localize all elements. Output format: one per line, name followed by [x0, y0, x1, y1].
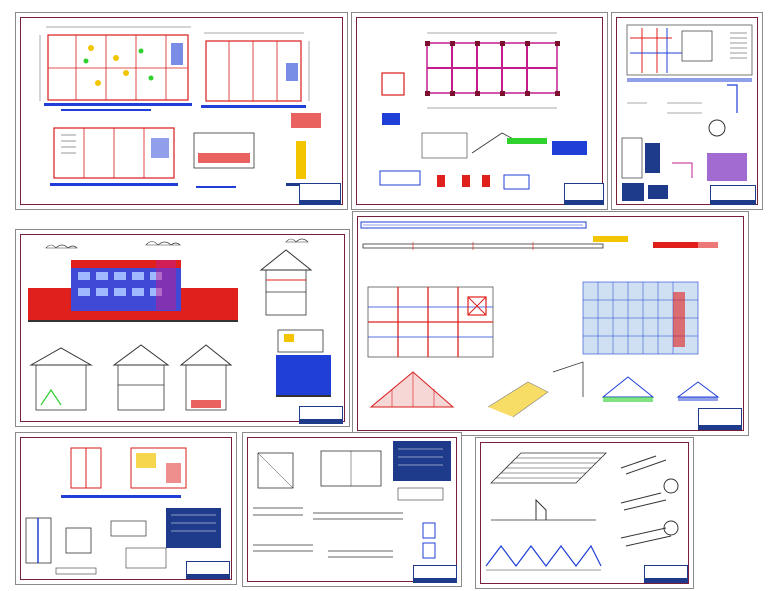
sheet-border — [357, 216, 744, 431]
sheet-roof-sheet-details — [475, 437, 694, 589]
sheet-foundation-details-b — [242, 432, 462, 587]
truss-1 — [369, 371, 455, 408]
section-gable-right — [259, 249, 313, 271]
plan-title-bar — [61, 109, 151, 111]
title-block — [186, 561, 230, 579]
sheet-foundation-details-a — [15, 432, 237, 585]
sheet-floor-plans — [15, 12, 348, 210]
installation-plan — [626, 24, 753, 76]
sheet-border — [20, 17, 343, 205]
elevations-drawing — [28, 238, 331, 411]
title-block — [564, 183, 604, 205]
sheet-roof-framing — [352, 211, 749, 436]
sheet-elevations-sections — [15, 229, 350, 427]
plan-upper-floor — [205, 40, 302, 102]
detail-plan-1 — [257, 452, 294, 489]
elevation-blue-block — [276, 355, 331, 395]
corrugated-profile — [485, 544, 602, 567]
roof-framing-drawing — [360, 221, 720, 418]
section-detail — [193, 132, 255, 169]
plan-ground-floor — [47, 34, 189, 101]
sheet-border — [356, 17, 603, 205]
title-block — [299, 406, 343, 424]
sheet-border — [480, 442, 689, 584]
sheet-installations — [611, 12, 763, 210]
roof-sheet-drawing — [485, 452, 679, 571]
sheet-structural-plan — [351, 12, 608, 210]
floor-plans-drawing — [39, 26, 321, 188]
foundation-a-drawing — [25, 447, 221, 575]
installations-drawing — [621, 24, 753, 201]
foundation-b-drawing — [253, 441, 451, 559]
sheet-border — [616, 17, 758, 205]
title-block — [644, 565, 688, 583]
footing-plan-2 — [130, 447, 187, 489]
structural-plan-drawing — [379, 32, 587, 190]
sheet-border — [247, 437, 457, 582]
title-block — [299, 183, 341, 205]
sheet-border — [20, 234, 345, 422]
title-block — [710, 185, 756, 205]
long-beam-elevation — [360, 221, 587, 229]
title-block — [413, 565, 457, 583]
title-block — [698, 408, 742, 430]
sheet-border — [20, 437, 232, 580]
